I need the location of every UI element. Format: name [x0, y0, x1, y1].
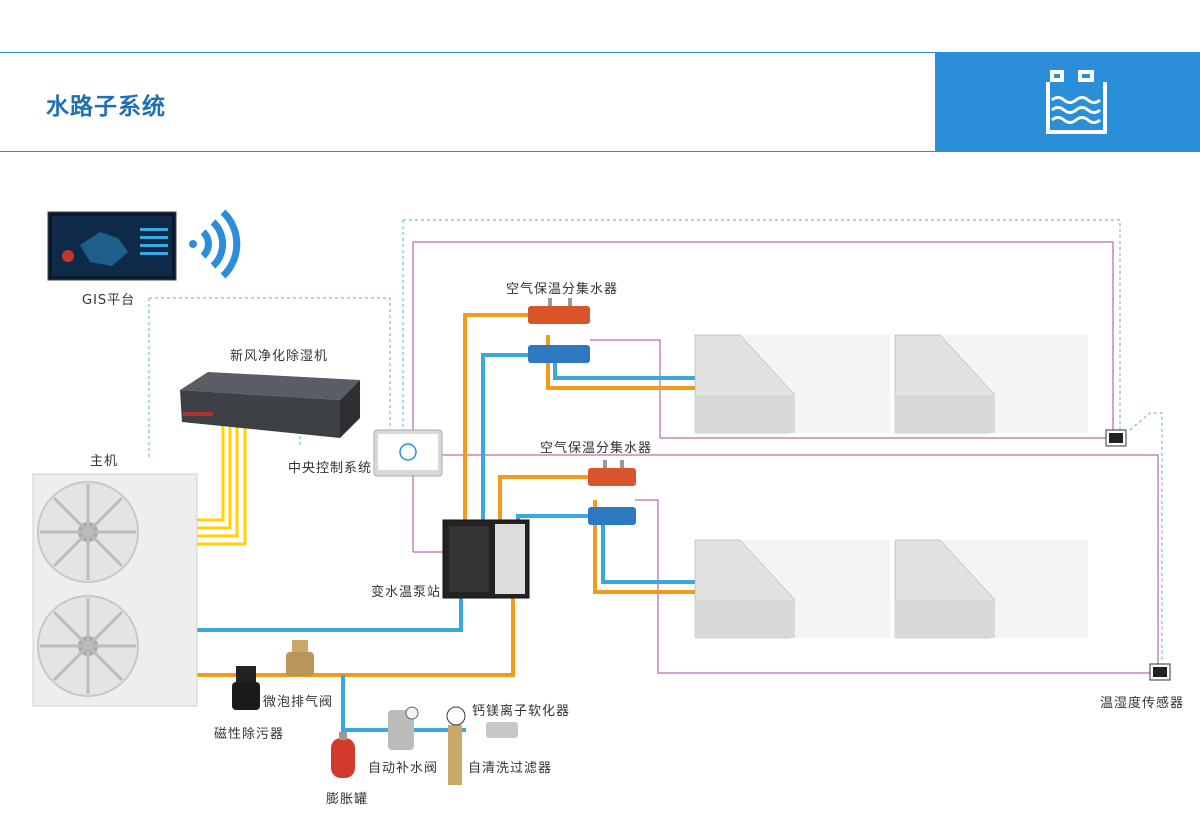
fresh-air-unit: [180, 372, 360, 438]
dashed-network: [148, 219, 1163, 660]
label-magnetic-filter: 磁性除污器: [214, 727, 285, 742]
micro-bubble-valve: [286, 640, 314, 676]
floor-panels: [694, 334, 1088, 639]
header-icon-box: [935, 52, 1200, 152]
host-unit: [32, 473, 198, 707]
pump-station: [442, 519, 530, 599]
label-host: 主机: [90, 454, 119, 469]
label-micro-vent: 微泡排气阀: [263, 695, 334, 710]
label-auto-fill: 自动补水阀: [368, 761, 439, 776]
water-tank-icon: [1046, 70, 1107, 134]
label-self-clean: 自清洗过滤器: [468, 761, 553, 776]
sensor-devices: [1105, 429, 1171, 681]
label-softener: 钙镁离子软化器: [472, 704, 571, 719]
wifi-icon: [189, 209, 241, 279]
signal-wires: [196, 425, 247, 546]
manifold-top: [528, 298, 590, 363]
hot-water-pipes: [196, 313, 695, 677]
auto-fill-valve: [388, 706, 419, 750]
self-cleaning-filter: [446, 706, 466, 785]
page-title: 水路子系统: [46, 94, 166, 120]
label-central-control: 中央控制系统: [288, 461, 373, 476]
label-gis: GIS平台: [82, 293, 136, 308]
label-sensor: 温湿度传感器: [1100, 696, 1185, 711]
label-pump-station: 变水温泵站: [371, 585, 442, 600]
expansion-tank: [331, 732, 355, 778]
magnetic-filter: [232, 666, 260, 710]
header-bar: 水路子系统: [0, 52, 1200, 152]
manifold-mid: [588, 460, 636, 525]
control-lines: [412, 241, 1159, 674]
softener: [486, 722, 518, 738]
central-control-panel: [373, 429, 443, 477]
label-expansion-tank: 膨胀罐: [326, 792, 369, 807]
label-manifold-top: 空气保温分集水器: [506, 282, 619, 297]
label-manifold-mid: 空气保温分集水器: [540, 441, 653, 456]
label-fresh-air: 新风净化除湿机: [230, 349, 329, 364]
gis-screen: [47, 211, 177, 281]
